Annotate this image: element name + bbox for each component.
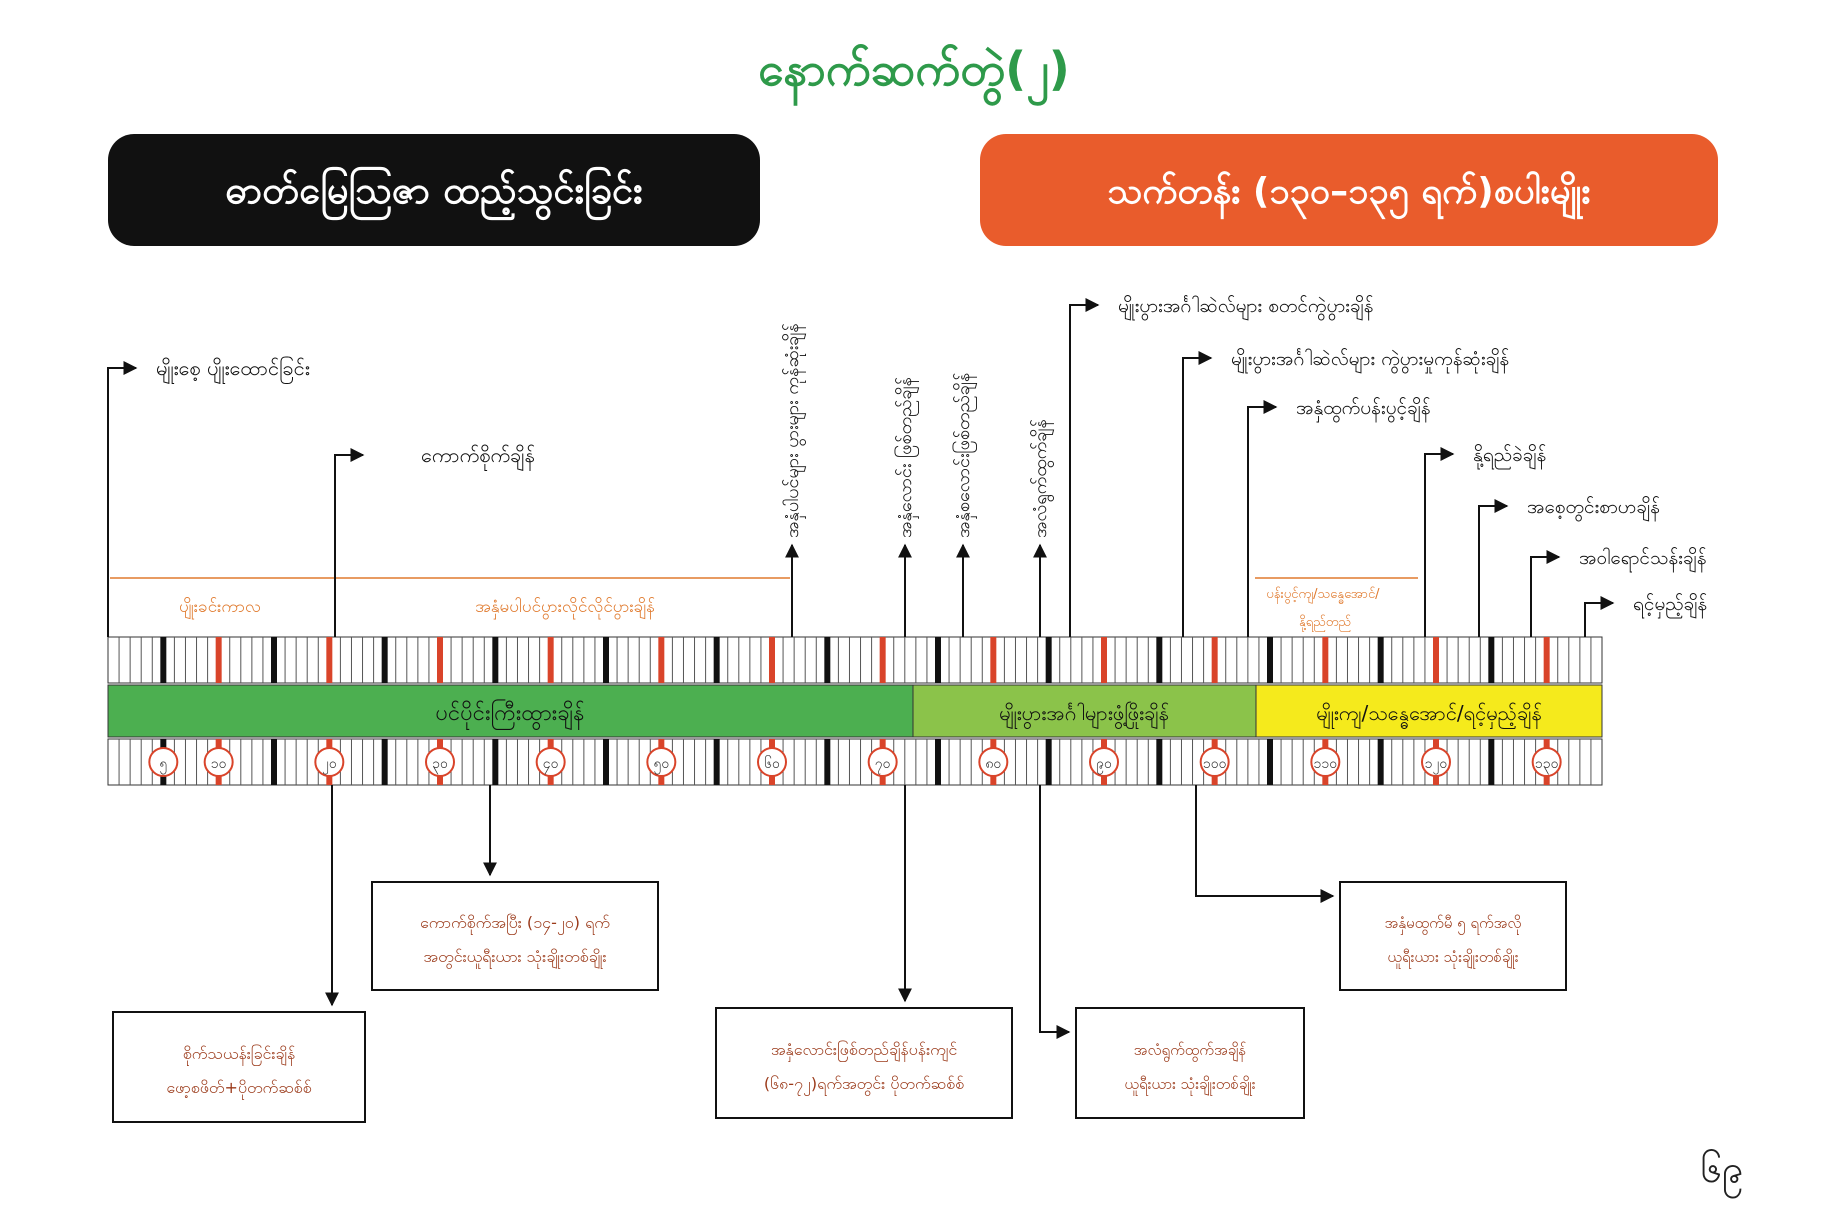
day-marker bbox=[314, 747, 345, 777]
fertilizer-box bbox=[1339, 881, 1567, 991]
upper-stage-connectors: မျိုးစေ့ ပျိုးထောင်ခြင်းကောက်စိုက်ချိန်အ… bbox=[107, 294, 1708, 637]
phase-ripening-label: မျိုးကျ/သန္ဓေအောင်/ရင့်မှည့်ချိန် bbox=[1316, 701, 1542, 729]
fertilizer-box-line1: ကောက်စိုက်အပြီး (၁၄-၂၀) ရက် bbox=[420, 913, 610, 935]
stage-arrow bbox=[1069, 298, 1100, 637]
fertilizer-box bbox=[1075, 1007, 1305, 1119]
stage-arrow bbox=[334, 448, 365, 637]
stage-arrow bbox=[1424, 447, 1455, 637]
day-marker-label: ၁၂၀ bbox=[1425, 756, 1448, 774]
day-marker-label: ၁၀၀ bbox=[1203, 756, 1227, 772]
day-marker bbox=[757, 747, 787, 777]
stage-label: ရင့်မှည့်ချိန် bbox=[1633, 592, 1708, 619]
fertilizer-arrow bbox=[1195, 785, 1335, 903]
stage-arrow bbox=[1478, 499, 1509, 637]
stage-label: ကောက်စိုက်ချိန် bbox=[421, 443, 535, 471]
day-marker-label: ၄၀ bbox=[543, 756, 559, 774]
day-marker bbox=[425, 747, 455, 777]
day-marker bbox=[646, 747, 677, 777]
day-marker-label: ၆၀ bbox=[764, 756, 780, 772]
stage-label: နို့ရည်ခဲချိန် bbox=[1473, 443, 1547, 470]
phase-vegetative-label: ပင်ပိုင်းကြီးထွားချိန် bbox=[435, 699, 584, 731]
page-number: ၆၉ bbox=[1701, 1147, 1744, 1199]
phase-bar: ပင်ပိုင်းကြီးထွားချိန် မျိုးပွားအင်္ဂါမျ… bbox=[107, 684, 1603, 738]
fertilizer-box-line1: အနှံလောင်းဖြစ်တည်ချိန်ပန်းကျင် bbox=[771, 1040, 958, 1062]
day-marker-label: ၈၀ bbox=[985, 756, 1001, 772]
fertilizer-box-line2: ယူရီးယား သုံးချိုးတစ်ချိုး bbox=[1124, 1075, 1255, 1096]
stage-label: အစေ့တွင်းစာဟချိန် bbox=[1527, 495, 1660, 522]
stage-arrow bbox=[1530, 550, 1561, 637]
stage-arrow bbox=[1247, 400, 1278, 637]
phase-ripening bbox=[1255, 684, 1603, 738]
day-marker bbox=[1089, 747, 1119, 777]
day-marker bbox=[203, 747, 234, 777]
day-marker-label: ၂၀ bbox=[322, 756, 337, 774]
period-label-nursery: ပျိုးခင်းကာလ bbox=[179, 597, 261, 620]
stage-arrow bbox=[1182, 351, 1213, 637]
stage-label-vertical: အနှံလောင်း ဖြစ်တည်ချိန် bbox=[894, 377, 919, 538]
phase-reproductive bbox=[912, 684, 1257, 738]
day-marker bbox=[1421, 747, 1451, 777]
stage-label-vertical: အနှံပါပင်များ ပွားများ ကုန်ဆုံးချိန် bbox=[782, 323, 806, 538]
period-label-tillering: အနှံမပါပင်ပွားလိုင်လိုင်ပွားချိန် bbox=[475, 596, 655, 620]
phase-vegetative bbox=[107, 684, 914, 738]
lower-tick-band: ၅ ၁၀ ၂၀ ၃၀ ၄၀ ၅၀ ၆၀ ၇၀ ၈၀ ၉၀ ၁၀၀ ၁၁၀ ၁၂၀ ၁၃၀ bbox=[107, 738, 1603, 786]
day-marker bbox=[978, 747, 1009, 777]
period-label-flowering: ပန်းပွင့်ကျ/သန္ဓေအောင်/ နို့ရည်တည် bbox=[1266, 586, 1383, 632]
fertilizer-box bbox=[371, 881, 659, 991]
day-marker-label: ၁၁၀ bbox=[1314, 756, 1338, 772]
stage-label: အဝါရောင်သန်းချိန် bbox=[1579, 546, 1707, 573]
day-marker bbox=[867, 747, 898, 777]
day-marker bbox=[1199, 747, 1230, 777]
upper-tick-band bbox=[107, 636, 1603, 684]
day-marker bbox=[148, 747, 179, 777]
fertilizer-arrow bbox=[1039, 785, 1071, 1039]
day-marker bbox=[1531, 747, 1562, 777]
fertilizer-box-line2: ဖော့စဖိတ်+ပိုတက်ဆစ်စ် bbox=[166, 1078, 311, 1100]
fertilizer-box-line2: အတွင်းယူရီးယား သုံးချိုးတစ်ချိုး bbox=[423, 947, 606, 969]
day-marker-label: ၃၀ bbox=[432, 756, 448, 774]
stage-arrow bbox=[1584, 596, 1615, 637]
day-marker bbox=[535, 747, 566, 777]
fertilizer-box bbox=[112, 1011, 366, 1123]
phase-reproductive-label: မျိုးပွားအင်္ဂါများဖွံ့ဖြိုးချိန် bbox=[999, 701, 1169, 729]
left-header: ဓာတ်မြေဩဇာ ထည့်သွင်းခြင်း bbox=[108, 134, 760, 246]
stage-label-vertical: အနှံစလောင်းဖြစ်တည်ချိန် bbox=[952, 373, 977, 538]
day-marker-label: ၁၀ bbox=[211, 756, 227, 772]
page-title: နောက်ဆက်တွဲ(၂) bbox=[758, 42, 1070, 107]
fertilizer-box-line1: စိုက်သယန်းခြင်းချိန် bbox=[183, 1044, 296, 1066]
fertilizer-box-line1: အနှံမထွက်မီ ၅ ရက်အလို bbox=[1385, 914, 1522, 935]
stage-label-vertical: အလံရွက်ထွက်ချိန် bbox=[1030, 419, 1054, 538]
stage-arrow bbox=[107, 361, 138, 637]
day-marker-label: ၉၀ bbox=[1096, 756, 1112, 774]
day-marker-label: ၇၀ bbox=[875, 756, 891, 774]
stage-label: မျိုးပွားအင်္ဂါဆဲလ်များ ကွဲပွားမှုကုန်ဆု… bbox=[1231, 347, 1510, 374]
day-marker-label: ၅ bbox=[159, 756, 167, 774]
fertilizer-box-line2: ယူရီးယား သုံးချိုးတစ်ချိုး bbox=[1387, 948, 1518, 969]
fertilizer-box bbox=[715, 1007, 1013, 1119]
fertilizer-connectors: ကောက်စိုက်အပြီး (၁၄-၂၀) ရက်အတွင်းယူရီးယာ… bbox=[112, 785, 1567, 1123]
stage-label: အနှံထွက်ပန်းပွင့်ချိန် bbox=[1296, 396, 1431, 423]
fertilizer-box-line1: အလံရွက်ထွက်အချိန် bbox=[1134, 1041, 1247, 1062]
day-marker bbox=[1310, 747, 1341, 777]
stage-label: မျိုးစေ့ ပျိုးထောင်ခြင်း bbox=[156, 356, 310, 384]
day-marker-label: ၅၀ bbox=[653, 756, 669, 774]
fertilizer-box-line2: (၆၈-၇၂)ရက်အတွင်း ပိုတက်ဆစ်စ် bbox=[764, 1074, 964, 1096]
right-header: သက်တန်း (၁၃၀–၁၃၅ ရက်)စပါးမျိုး bbox=[980, 134, 1718, 246]
stage-label: မျိုးပွားအင်္ဂါဆဲလ်များ စတင်ကွဲပွားချိန် bbox=[1118, 294, 1374, 321]
day-marker-label: ၁၃၀ bbox=[1535, 756, 1559, 774]
